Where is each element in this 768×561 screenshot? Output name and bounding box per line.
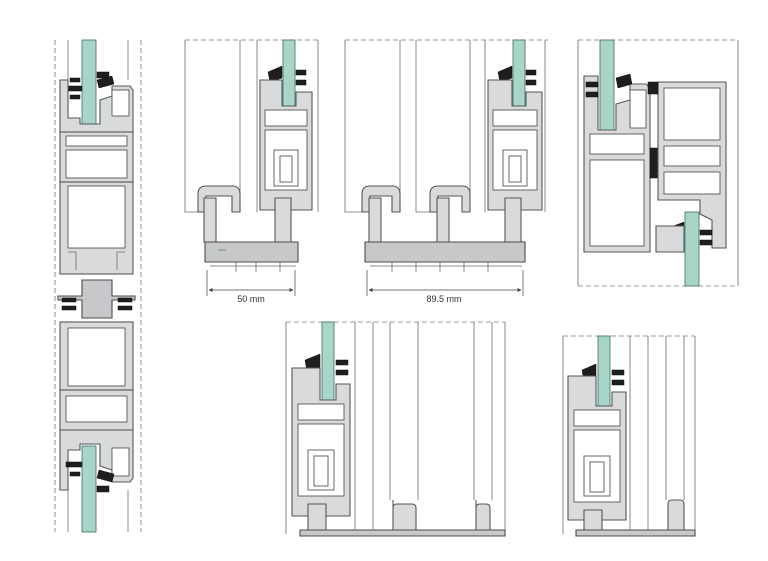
gasket-group-top xyxy=(65,71,115,100)
glass-pane-coupled-right xyxy=(684,211,700,287)
glass-pane-top xyxy=(81,39,97,125)
gasket-group-middle xyxy=(61,297,133,311)
vertical-mullion-section xyxy=(54,39,142,533)
glass-pane-coupled-left xyxy=(599,39,615,131)
glass-pane-sliding-89 xyxy=(512,39,526,107)
gasket-group-bottom xyxy=(65,461,115,493)
sill-section-single xyxy=(562,335,696,537)
sliding-section-50mm: 50 mm xyxy=(184,39,319,304)
sill-section-three-panel xyxy=(285,321,506,537)
sliding-section-89-5mm: 89.5 mm xyxy=(344,39,548,304)
dimension-label-50mm: 50 mm xyxy=(237,294,265,304)
coupled-sash-section xyxy=(577,39,739,287)
dimension-label-89-5mm: 89.5 mm xyxy=(426,294,461,304)
glass-pane-sill-right xyxy=(597,335,611,407)
glass-pane-bottom xyxy=(81,445,97,533)
glass-pane-sill-centre xyxy=(321,321,335,401)
glass-pane-sliding-50 xyxy=(282,39,296,107)
